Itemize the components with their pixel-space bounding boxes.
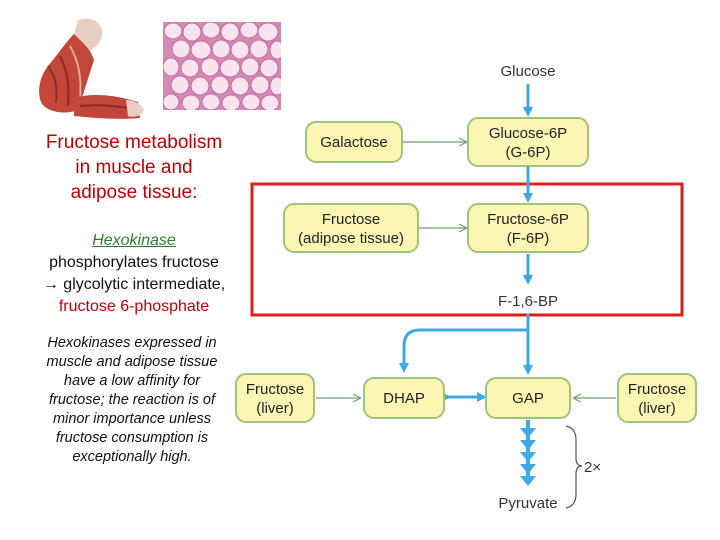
fructose-adipose-box: Fructose (adipose tissue)	[283, 203, 419, 253]
brace	[565, 425, 583, 509]
fructose-adipose-label-line: (adipose tissue)	[298, 230, 404, 247]
enzyme-name: Hexokinase	[92, 232, 176, 249]
adipose-tissue-micrograph	[163, 22, 281, 110]
fructose-liver-right-label-line: (liver)	[638, 400, 676, 417]
g6p-label-line: (G-6P)	[506, 144, 551, 161]
note-line: have a low affinity for	[63, 373, 201, 389]
f6p-label-line: Fructose-6P	[487, 211, 569, 228]
title-line: adipose tissue:	[70, 182, 198, 203]
multiplier-label: 2×	[584, 459, 601, 476]
highlight-frame	[250, 182, 684, 317]
glucose-label: Glucose	[500, 63, 555, 80]
f16bp-label: F-1,6-BP	[498, 293, 558, 310]
title-line: in muscle and	[75, 157, 193, 178]
title-line: Fructose metabolism	[45, 132, 223, 153]
muscle-arm-illustration	[39, 18, 144, 119]
g6p-box: Glucose-6P (G-6P)	[467, 117, 589, 167]
note-line: exceptionally high.	[72, 449, 192, 465]
hexokinase-statement: Hexokinase phosphorylates fructose → gly…	[14, 230, 254, 318]
fructose-liver-left-label-line: (liver)	[256, 400, 294, 417]
g6p-label-line: Glucose-6P	[489, 125, 567, 142]
galactose-label: Galactose	[320, 134, 388, 151]
affinity-note: Hexokinases expressed in muscle and adip…	[24, 334, 240, 467]
note-line: fructose consumption is	[55, 430, 209, 446]
galactose-box: Galactose	[305, 121, 403, 163]
dhap-label: DHAP	[383, 390, 425, 407]
pyruvate-label: Pyruvate	[498, 495, 557, 512]
product-name: fructose 6-phosphate	[58, 298, 210, 315]
slide-title: Fructose metabolism in muscle and adipos…	[20, 130, 248, 205]
gap-label: GAP	[512, 390, 544, 407]
fructose-liver-left-label-line: Fructose	[246, 381, 304, 398]
fructose-liver-right-box: Fructose (liver)	[617, 373, 697, 423]
gap-box: GAP	[485, 377, 571, 419]
arrow-f16bp-dhap	[399, 328, 528, 373]
statement-line: → glycolytic intermediate,	[42, 276, 226, 293]
fructose-adipose-label-line: Fructose	[322, 211, 380, 228]
glycolysis-lower-steps	[520, 420, 536, 486]
f6p-box: Fructose-6P (F-6P)	[467, 203, 589, 253]
f6p-label-line: (F-6P)	[507, 230, 550, 247]
note-line: Hexokinases expressed in	[47, 335, 217, 351]
fructose-liver-right-label-line: Fructose	[628, 381, 686, 398]
note-line: fructose; the reaction is of	[48, 392, 216, 408]
dhap-box: DHAP	[363, 377, 445, 419]
note-line: minor importance unless	[53, 411, 211, 427]
fructose-liver-left-box: Fructose (liver)	[235, 373, 315, 423]
statement-line: phosphorylates fructose	[49, 254, 219, 271]
note-line: muscle and adipose tissue	[46, 354, 218, 370]
